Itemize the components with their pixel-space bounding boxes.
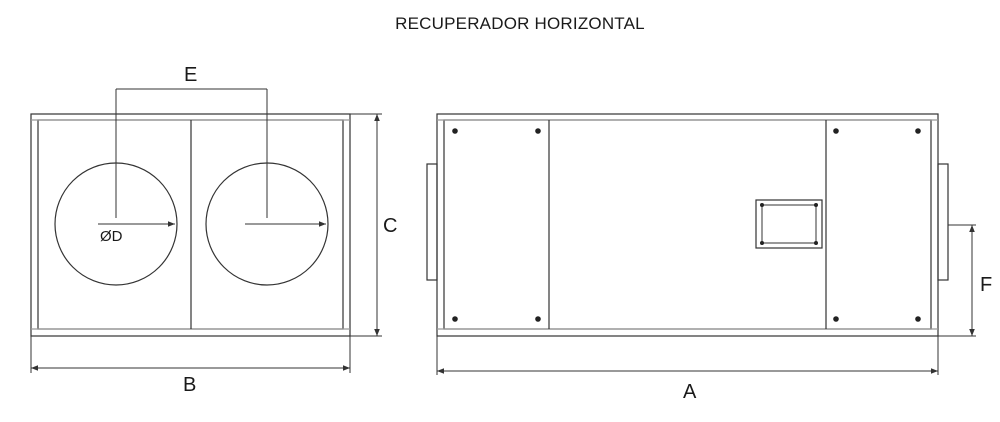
label-c: C <box>383 215 397 237</box>
label-e: E <box>184 64 197 86</box>
side-inner-frame <box>443 119 932 330</box>
label-a: A <box>683 381 697 403</box>
label-f: F <box>980 274 992 296</box>
diagram-title: RECUPERADOR HORIZONTAL <box>395 14 645 33</box>
screw-dots <box>452 128 921 322</box>
side-flange-left <box>426 163 438 281</box>
side-view <box>426 113 976 375</box>
side-outer-frame <box>436 113 939 337</box>
electrical-box <box>755 199 823 249</box>
label-b: B <box>183 374 196 396</box>
side-flange-right <box>937 163 949 281</box>
front-view <box>30 88 382 373</box>
label-d: ØD <box>100 228 123 245</box>
front-outer-frame <box>30 113 351 337</box>
